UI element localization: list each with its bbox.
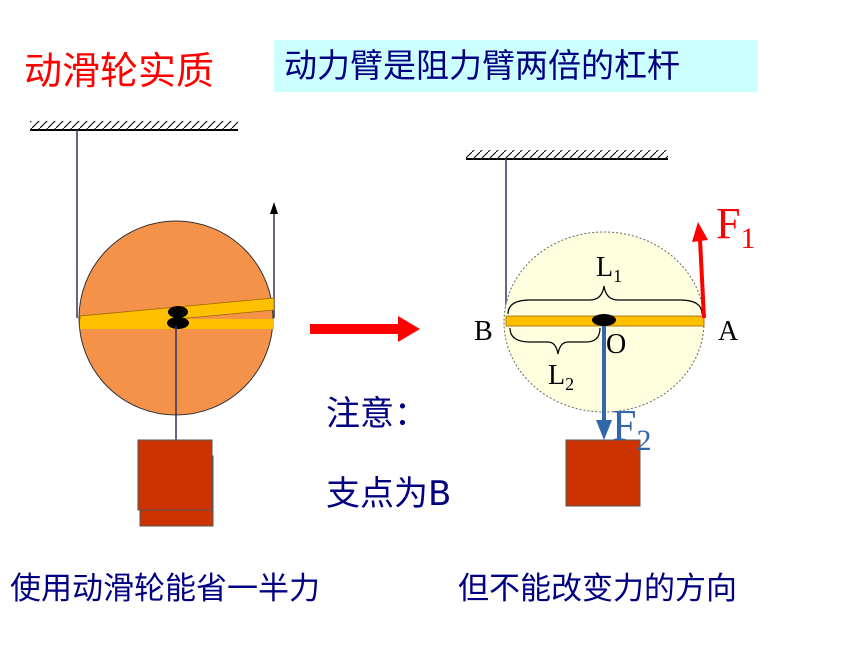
footer-right: 但不能改变力的方向 bbox=[458, 571, 737, 607]
brace-L2 bbox=[509, 327, 601, 355]
label-F2-sub: 2 bbox=[636, 424, 651, 457]
left-axle-bottom bbox=[167, 317, 189, 329]
subtitle-box: 动力臂是阻力臂两倍的杠杆 bbox=[274, 40, 758, 92]
f1-arrowhead bbox=[692, 222, 708, 242]
subtitle-text: 动力臂是阻力臂两倍的杠杆 bbox=[284, 46, 680, 85]
left-axle-top bbox=[168, 306, 188, 318]
left-ceiling bbox=[30, 121, 238, 131]
right-axle bbox=[592, 314, 616, 326]
label-F1-sub: 1 bbox=[740, 222, 755, 255]
label-A: A bbox=[718, 316, 739, 347]
right-ceiling bbox=[466, 150, 668, 160]
label-B: B bbox=[474, 316, 493, 347]
label-O: O bbox=[606, 329, 626, 360]
f2-arrowhead bbox=[596, 420, 612, 440]
f1-arrow-shaft bbox=[698, 239, 706, 319]
note-attention: 注意： bbox=[326, 394, 428, 434]
footer-left: 使用动滑轮能省一半力 bbox=[10, 571, 320, 607]
left-block-front bbox=[137, 439, 213, 511]
label-F2: F2 bbox=[612, 401, 651, 457]
right-block bbox=[565, 439, 641, 507]
page-title: 动滑轮实质 bbox=[24, 49, 215, 93]
label-L2-sub: 2 bbox=[565, 374, 574, 394]
label-L2: L2 bbox=[548, 360, 574, 394]
brace-L1 bbox=[507, 285, 703, 315]
left-pull-arrowhead bbox=[270, 202, 278, 214]
note-fulcrum: 支点为B bbox=[326, 474, 452, 514]
label-L1-sub: 1 bbox=[613, 266, 622, 286]
label-F1: F1 bbox=[716, 199, 755, 255]
transform-arrow bbox=[310, 316, 420, 342]
label-L1: L1 bbox=[596, 252, 622, 286]
